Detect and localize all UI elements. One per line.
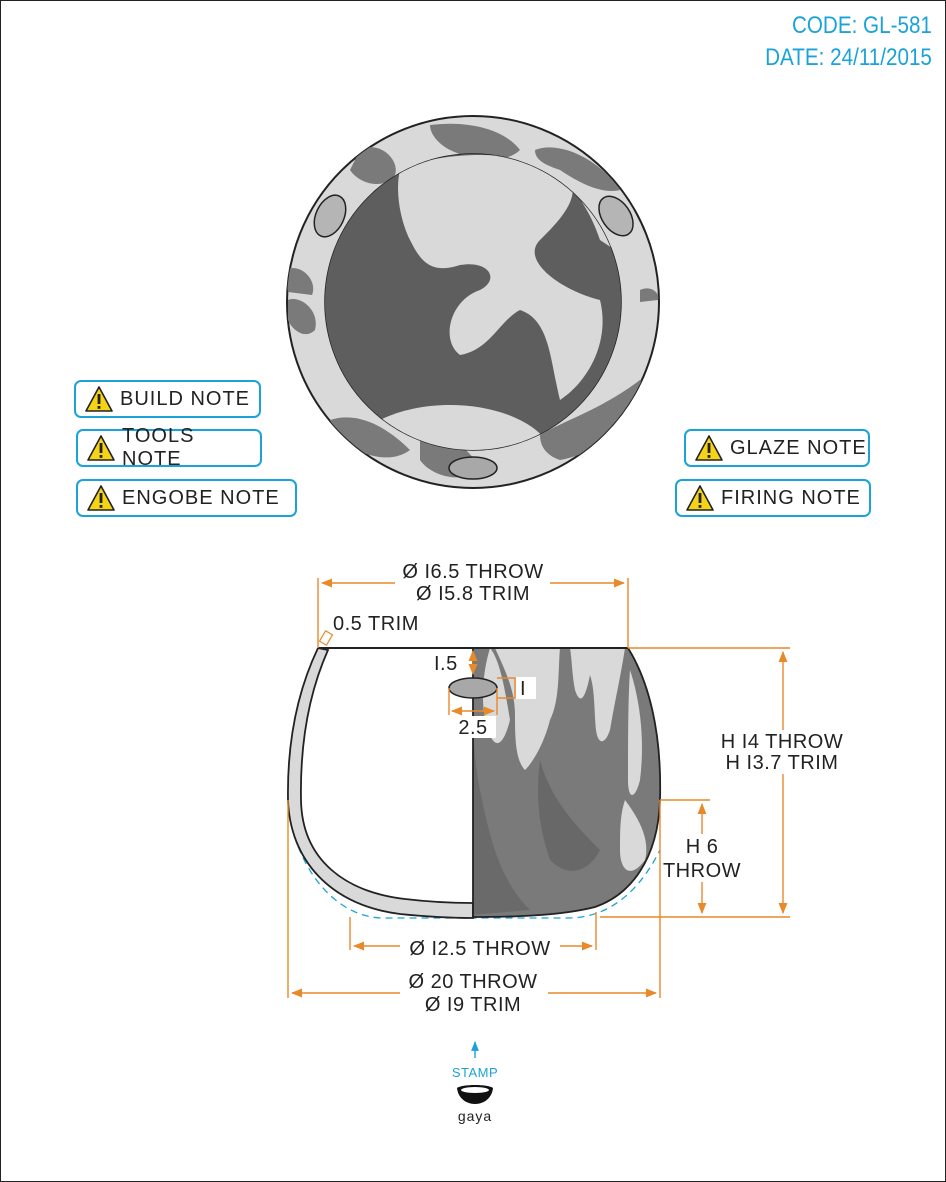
- top-throw-label: Ø I6.5 THROW: [402, 561, 543, 583]
- drain-hole: [448, 456, 498, 480]
- handle-hole-right: [598, 195, 634, 237]
- height-throw-label: H I4 THROW: [721, 731, 843, 753]
- glaze-note-button[interactable]: GLAZE NOTE: [684, 429, 870, 467]
- product-code: CODE: GL-581: [792, 12, 932, 39]
- warning-icon: [686, 485, 714, 511]
- foot-height-label: H 6: [686, 836, 719, 858]
- engobe-note-label: ENGOBE NOTE: [122, 486, 280, 509]
- foot-height-throw-label: THROW: [663, 860, 741, 882]
- build-note-label: BUILD NOTE: [120, 387, 251, 410]
- top-view: [286, 115, 660, 489]
- wall-trim-label: 0.5 TRIM: [333, 613, 419, 635]
- firing-note-label: FIRING NOTE: [721, 486, 861, 509]
- max-trim-label: Ø I9 TRIM: [425, 994, 521, 1016]
- glaze-note-label: GLAZE NOTE: [730, 436, 867, 459]
- max-throw-label: Ø 20 THROW: [408, 971, 537, 993]
- height-trim-label: H I3.7 TRIM: [726, 752, 839, 774]
- hole-width-label: 2.5: [458, 717, 487, 739]
- warning-icon: [85, 386, 113, 412]
- engobe-note-button[interactable]: ENGOBE NOTE: [76, 479, 297, 517]
- warning-icon: [87, 485, 115, 511]
- wall-section: [287, 646, 474, 919]
- header-block: CODE: GL-581 DATE: 24/11/2015: [765, 10, 932, 74]
- warning-icon: [695, 435, 723, 461]
- base-throw-label: Ø I2.5 THROW: [409, 938, 550, 960]
- hole-height-label: I: [520, 678, 526, 700]
- product-date: DATE: 24/11/2015: [765, 44, 932, 71]
- tools-note-button[interactable]: TOOLS NOTE: [76, 425, 262, 470]
- top-trim-label: Ø I5.8 TRIM: [416, 583, 530, 605]
- build-note-button[interactable]: BUILD NOTE: [74, 380, 261, 418]
- handle-hole-left: [313, 194, 347, 238]
- hole-offset-label: I.5: [434, 653, 458, 675]
- firing-note-button[interactable]: FIRING NOTE: [675, 479, 871, 517]
- section-view: [287, 629, 662, 919]
- stamp-indicator: STAMP gaya: [452, 1041, 498, 1124]
- stamp-label: STAMP: [452, 1065, 498, 1080]
- stamp-brand: gaya: [458, 1108, 492, 1124]
- tools-note-label: TOOLS NOTE: [122, 425, 195, 470]
- warning-icon: [87, 435, 115, 461]
- exterior-camo-pattern: [473, 648, 661, 917]
- side-hole: [448, 677, 498, 699]
